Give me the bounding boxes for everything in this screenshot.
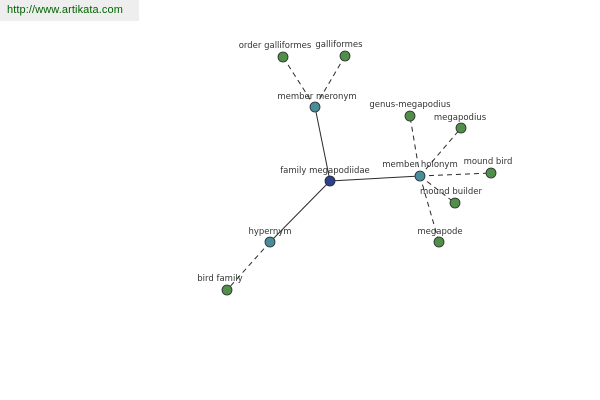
edge-center-member-holonym bbox=[329, 175, 421, 182]
site-url-link[interactable]: http://www.artikata.com bbox=[7, 4, 124, 16]
node-member-meronym[interactable] bbox=[309, 101, 321, 113]
node-label-genus-megapodius[interactable]: genus-megapodius bbox=[369, 100, 451, 110]
node-megapodius[interactable] bbox=[455, 122, 467, 134]
edge-member-meronym-galliformes bbox=[314, 55, 346, 108]
nodes-layer bbox=[221, 50, 497, 296]
edge-member-holonym-mound-bird bbox=[419, 172, 492, 177]
edge-member-meronym-order-galliformes bbox=[282, 56, 316, 108]
node-label-center[interactable]: family megapodiidae bbox=[280, 166, 370, 176]
node-galliformes[interactable] bbox=[339, 50, 351, 62]
node-label-member-holonym[interactable]: member holonym bbox=[382, 160, 457, 170]
node-label-galliformes[interactable]: galliformes bbox=[315, 40, 363, 50]
edge-member-holonym-megapodius bbox=[419, 127, 462, 177]
edge-center-hypernym bbox=[269, 180, 331, 243]
edge-member-holonym-genus-megapodius bbox=[409, 115, 421, 177]
edge-member-holonym-mound-builder bbox=[419, 175, 456, 204]
node-label-bird-family[interactable]: bird family bbox=[197, 274, 242, 284]
node-label-member-meronym[interactable]: member meronym bbox=[277, 92, 356, 102]
edge-member-holonym-megapode bbox=[419, 175, 440, 243]
node-hypernym[interactable] bbox=[264, 236, 276, 248]
edges-layer bbox=[226, 55, 492, 291]
node-label-megapodius[interactable]: megapodius bbox=[434, 113, 487, 123]
node-bird-family[interactable] bbox=[221, 284, 233, 296]
node-mound-builder[interactable] bbox=[449, 197, 461, 209]
node-mound-bird[interactable] bbox=[485, 167, 497, 179]
edge-hypernym-bird-family bbox=[226, 241, 271, 291]
node-label-megapode[interactable]: megapode bbox=[417, 227, 462, 237]
node-label-hypernym[interactable]: hypernym bbox=[248, 227, 291, 237]
node-genus-megapodius[interactable] bbox=[404, 110, 416, 122]
node-megapode[interactable] bbox=[433, 236, 445, 248]
labels-layer: family megapodiidae member meronym order g… bbox=[197, 40, 512, 284]
node-label-mound-bird[interactable]: mound bird bbox=[464, 157, 513, 167]
node-label-order-galliformes[interactable]: order galliformes bbox=[239, 41, 312, 51]
url-bar: http://www.artikata.com bbox=[0, 0, 139, 21]
node-order-galliformes[interactable] bbox=[277, 51, 289, 63]
edge-center-member-meronym bbox=[314, 106, 331, 182]
node-center[interactable] bbox=[324, 175, 336, 187]
node-label-mound-builder[interactable]: mound builder bbox=[420, 187, 482, 197]
node-member-holonym[interactable] bbox=[414, 170, 426, 182]
